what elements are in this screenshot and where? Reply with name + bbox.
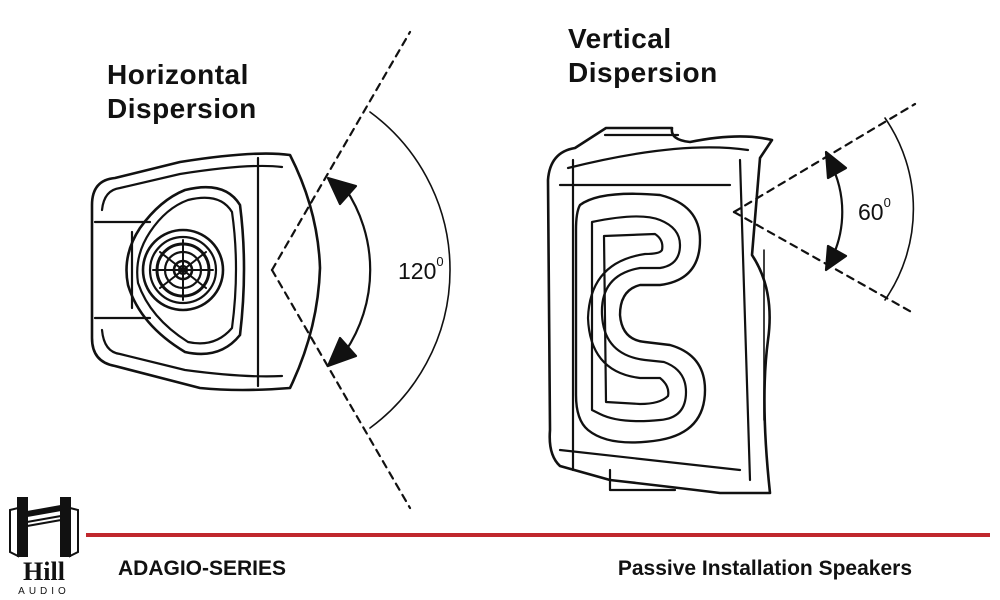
vertical-speaker-drawing xyxy=(546,126,774,495)
series-label: ADAGIO-SERIES xyxy=(118,557,287,580)
horizontal-title-line1: Horizontal xyxy=(107,59,249,90)
vertical-dispersion-title: Vertical Dispersion xyxy=(568,22,718,90)
horizontal-angle-label: 1200 xyxy=(398,254,444,285)
vertical-angle-value: 60 xyxy=(858,199,884,225)
horizontal-dispersion-lines xyxy=(270,30,451,510)
horizontal-angle-value: 120 xyxy=(398,258,437,284)
horizontal-speaker-drawing xyxy=(90,152,322,392)
product-subtitle: Passive Installation Speakers xyxy=(617,557,912,580)
horizontal-title-line2: Dispersion xyxy=(107,93,257,124)
v-arrowhead-up xyxy=(824,150,848,180)
vertical-title-line2: Dispersion xyxy=(568,57,718,88)
hill-audio-logo: Hill AUDIO xyxy=(9,497,79,596)
arrowhead-up xyxy=(326,176,358,206)
arrowhead-down xyxy=(326,336,358,368)
horizontal-degree-mark: 0 xyxy=(436,254,444,269)
vertical-title-line1: Vertical xyxy=(568,23,672,54)
accent-divider xyxy=(86,533,990,537)
horizontal-dispersion-title: Horizontal Dispersion xyxy=(107,58,257,126)
logo-sub: AUDIO xyxy=(18,586,70,596)
vertical-degree-mark: 0 xyxy=(883,195,891,210)
v-arrowhead-down xyxy=(824,244,848,272)
logo-word: Hill xyxy=(23,557,65,586)
vertical-angle-label: 600 xyxy=(858,195,891,226)
